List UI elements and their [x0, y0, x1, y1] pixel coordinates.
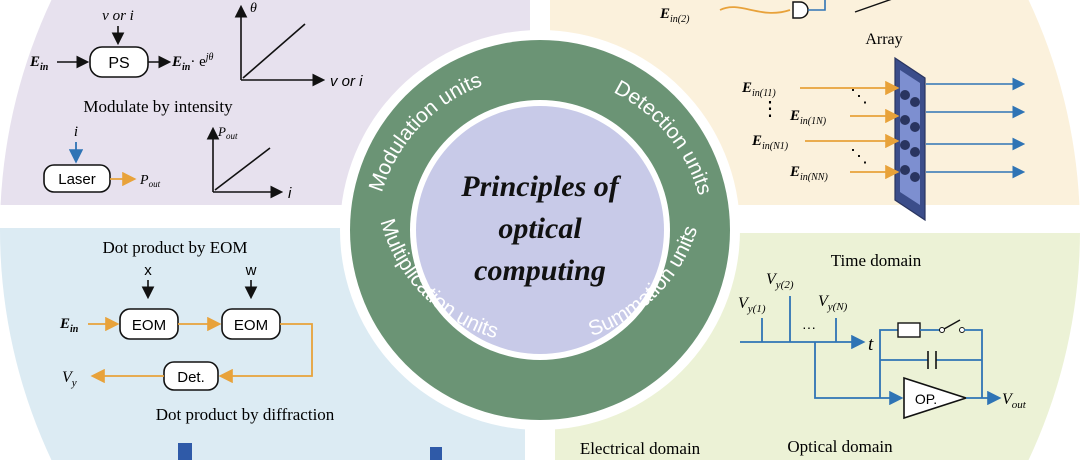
op-amp-label: OP. [915, 391, 937, 407]
dot-product-diffraction-label: Dot product by diffraction [156, 405, 335, 424]
modulate-by-intensity-label: Modulate by intensity [83, 97, 233, 116]
detector-array-cells [900, 90, 920, 182]
det-box-label: Det. [177, 369, 205, 386]
x-input-label: x [144, 262, 152, 279]
summation-section: Time domain Vy(2) Vy(1) Vy(N) ··· t OP. … [580, 251, 1027, 458]
detector-array-face [900, 70, 920, 205]
pulse-ellipsis: ··· [802, 319, 816, 335]
switch-icon [943, 319, 961, 330]
e-in-2-wave [719, 6, 791, 14]
v-y-label: Vy [62, 369, 77, 389]
detection-section: Ein(2) Array Ein(11) ⋮ ⋱ Ein(1N) Ein(N1)… [659, 0, 1026, 222]
resistor-icon [897, 322, 921, 338]
w-input-label: w [245, 262, 257, 279]
e-in-n1-label: Ein(N1) [751, 133, 789, 152]
feedback-right [964, 329, 983, 398]
eom-to-det-path [218, 323, 313, 384]
t-axis-label: t [868, 334, 874, 355]
multiplication-section: Dot product by EOM x w Ein EOM EOM Det. … [59, 238, 442, 460]
e-in-2-label: Ein(2) [659, 6, 690, 25]
e-in-label-mult: Ein [59, 316, 79, 335]
inner-circle [416, 106, 664, 354]
vertical-dots-1: ⋮ [760, 98, 780, 120]
pout-axis-label: Pout [217, 124, 238, 141]
detector-2-wire [808, 0, 826, 11]
e-in-11-label: Ein(11) [741, 80, 776, 99]
vy1-label: Vy(1) [738, 295, 766, 315]
diagonal-dots-1: ⋱ [850, 86, 868, 106]
i-axis-label: i [288, 185, 292, 202]
i-input-label: i [74, 124, 78, 140]
center-title-line-2: optical [498, 212, 582, 245]
v-out-label: Vout [1002, 391, 1027, 411]
eom-box-2-label: EOM [234, 317, 268, 334]
pout-curve [214, 147, 271, 191]
eom-box-1-label: EOM [132, 317, 166, 334]
center-title-line-3: computing [474, 254, 606, 287]
diffraction-block-2 [430, 447, 442, 460]
modulation-section: v or i Ein PS Ein· ejθ θ v or i Modulate… [29, 1, 363, 202]
optical-domain-label: Optical domain [787, 437, 893, 456]
amplifier-edge [854, 0, 892, 13]
center-title-line-1: Principles of [460, 170, 621, 203]
signal-to-opamp [814, 342, 904, 406]
detector-2-icon [792, 1, 809, 19]
op-amp-icon [903, 376, 969, 420]
ps-box-label: PS [108, 55, 129, 72]
e-in-label: Ein [29, 54, 49, 73]
switch-terminal-1 [939, 327, 945, 333]
electrical-domain-label: Electrical domain [580, 439, 701, 458]
laser-box-label: Laser [58, 171, 96, 188]
diffraction-block-1 [178, 443, 192, 460]
theta-curve [242, 23, 306, 79]
e-in-1n-label: Ein(1N) [789, 108, 827, 127]
switch-terminal-2 [959, 327, 965, 333]
feedback-left [879, 329, 898, 398]
diagonal-dots-2: ⋱ [850, 146, 868, 166]
time-domain-label: Time domain [831, 251, 922, 270]
vy2-label: Vy(2) [766, 271, 794, 291]
e-in-nn-label: Ein(NN) [789, 164, 828, 183]
v-or-i-input-label: v or i [102, 8, 134, 24]
array-label: Array [865, 31, 902, 48]
dot-product-eom-label: Dot product by EOM [103, 238, 248, 257]
e-out-label: Ein· ejθ [171, 52, 214, 73]
vyn-label: Vy(N) [818, 293, 848, 313]
p-out-label: Pout [139, 173, 161, 189]
theta-axis-label: θ [250, 1, 257, 16]
v-or-i-axis-label: v or i [330, 73, 363, 90]
